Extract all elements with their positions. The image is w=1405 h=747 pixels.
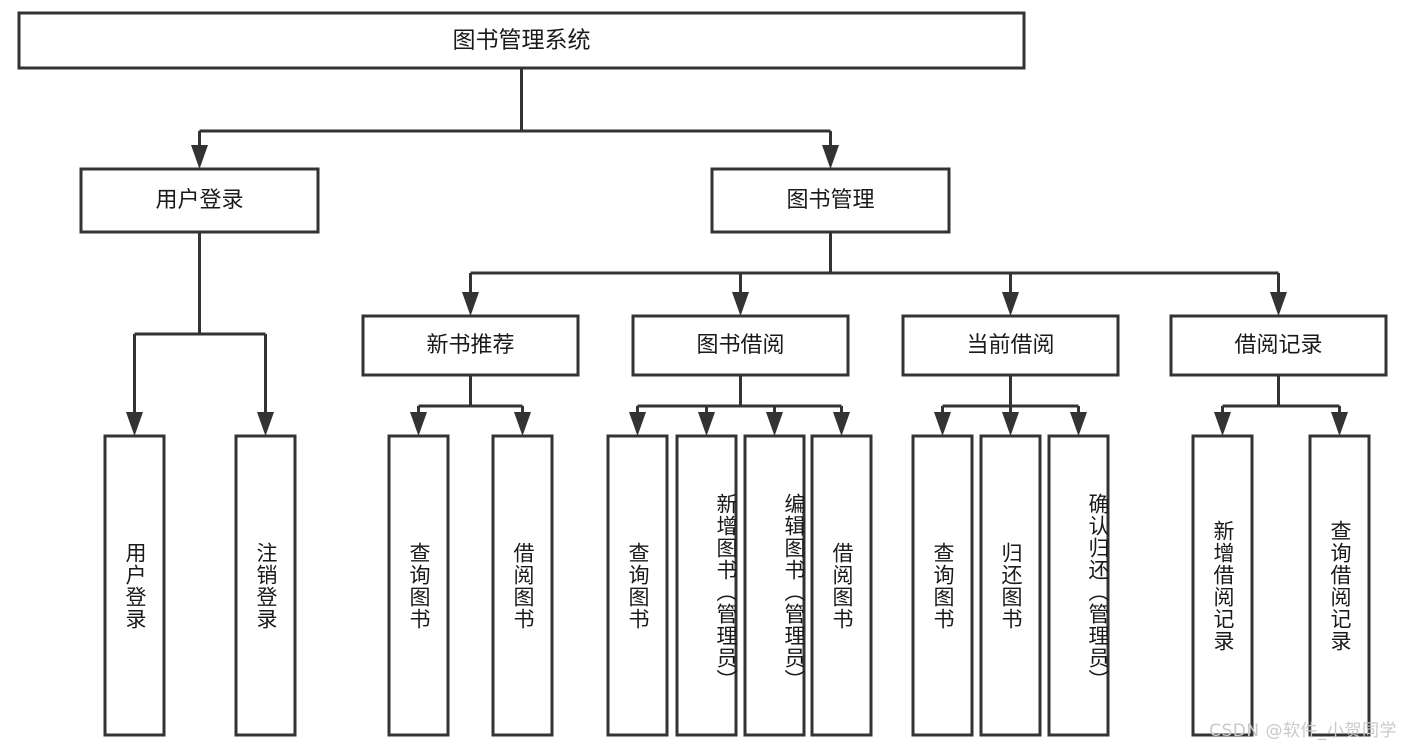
connector-group-root xyxy=(191,68,839,169)
arrowhead-root-to-bookmgmt xyxy=(822,145,839,169)
node-leaf-current-0-box[interactable] xyxy=(911,434,974,737)
connector-group-newbook xyxy=(410,375,531,436)
connector-group-records xyxy=(1214,375,1348,436)
connector-group-login xyxy=(126,232,274,436)
node-leaf-user-login-0-box[interactable] xyxy=(103,434,166,737)
node-root-label: 图书管理系统 xyxy=(453,28,591,54)
node-leaf-records-1-label: 查询借阅记录 xyxy=(1328,519,1352,652)
connector-group-borrow xyxy=(629,375,850,436)
node-leaf-borrow-1-label: 新增图书（管理员） xyxy=(714,492,738,691)
node-leaf-new-book-1-box[interactable] xyxy=(491,434,554,737)
arrowhead-bookmgmt-to-current xyxy=(1002,292,1019,316)
connector-group-bookmgmt xyxy=(462,232,1287,316)
arrowhead-newbook-to-leaf1 xyxy=(410,412,427,436)
node-level3-records-label: 借阅记录 xyxy=(1234,333,1322,358)
node-leaf-user-login-0-label: 用户登录 xyxy=(123,541,147,630)
node-level3-newbook-box[interactable] xyxy=(361,314,580,377)
node-level3-current-label: 当前借阅 xyxy=(966,333,1054,358)
arrowhead-borrow-to-leaf1 xyxy=(629,412,646,436)
node-leaf-current-2-label: 确认归还（管理员） xyxy=(1086,492,1110,691)
arrowhead-current-to-leaf2 xyxy=(1002,412,1019,436)
arrowhead-bookmgmt-to-records xyxy=(1270,292,1287,316)
node-level2-bookmgmt-box[interactable] xyxy=(710,167,951,234)
node-level2-bookmgmt-label: 图书管理 xyxy=(786,188,874,213)
node-leaf-current-1-box[interactable] xyxy=(979,434,1042,737)
node-leaf-borrow-0-box[interactable] xyxy=(606,434,669,737)
node-leaf-new-book-0-box[interactable] xyxy=(387,434,450,737)
node-level3-newbook-label: 新书推荐 xyxy=(426,333,514,358)
arrowhead-borrow-to-leaf4 xyxy=(833,412,850,436)
node-level2-login-label: 用户登录 xyxy=(155,188,243,213)
connector-group-current xyxy=(934,375,1087,436)
arrowhead-login-to-leaf2 xyxy=(257,412,274,436)
node-leaf-records-0-label: 新增借阅记录 xyxy=(1211,519,1235,652)
arrowhead-bookmgmt-to-new xyxy=(462,292,479,316)
arrowhead-records-to-leaf1 xyxy=(1214,412,1231,436)
node-leaf-records-1-box[interactable] xyxy=(1308,434,1371,737)
node-leaf-new-book-1-label: 借阅图书 xyxy=(511,541,535,630)
node-leaf-borrow-2-box[interactable] xyxy=(743,434,806,737)
arrowhead-borrow-to-leaf2 xyxy=(698,412,715,436)
node-root-box[interactable] xyxy=(17,11,1026,70)
arrowhead-current-to-leaf1 xyxy=(934,412,951,436)
node-level2-login-box[interactable] xyxy=(79,167,320,234)
node-leaf-current-2-box[interactable] xyxy=(1047,434,1110,737)
node-leaf-borrow-3-box[interactable] xyxy=(810,434,873,737)
arrowhead-records-to-leaf2 xyxy=(1331,412,1348,436)
node-level3-records-box[interactable] xyxy=(1169,314,1388,377)
csdn-watermark: CSDN @软件_小贺同学 xyxy=(1209,721,1397,741)
node-leaf-borrow-3-label: 借阅图书 xyxy=(830,541,854,630)
arrowhead-newbook-to-leaf2 xyxy=(514,412,531,436)
arrowhead-login-to-leaf1 xyxy=(126,412,143,436)
node-leaf-borrow-0-label: 查询图书 xyxy=(626,541,650,630)
node-level3-borrow-label: 图书借阅 xyxy=(696,333,784,358)
node-level3-borrow-box[interactable] xyxy=(631,314,850,377)
node-leaf-borrow-1-box[interactable] xyxy=(675,434,738,737)
arrowhead-bookmgmt-to-borrow xyxy=(732,292,749,316)
arrowhead-root-to-login xyxy=(191,145,208,169)
arrowhead-borrow-to-leaf3 xyxy=(766,412,783,436)
arrowhead-current-to-leaf3 xyxy=(1070,412,1087,436)
node-leaf-records-0-box[interactable] xyxy=(1191,434,1254,737)
node-level3-current-box[interactable] xyxy=(901,314,1120,377)
node-leaf-current-0-label: 查询图书 xyxy=(931,541,955,630)
node-leaf-user-login-1-box[interactable] xyxy=(234,434,297,737)
node-leaf-current-1-label: 归还图书 xyxy=(999,541,1023,630)
node-leaf-new-book-0-label: 查询图书 xyxy=(407,541,431,630)
node-leaf-user-login-1-label: 注销登录 xyxy=(254,541,278,630)
node-leaf-borrow-2-label: 编辑图书（管理员） xyxy=(782,492,806,691)
